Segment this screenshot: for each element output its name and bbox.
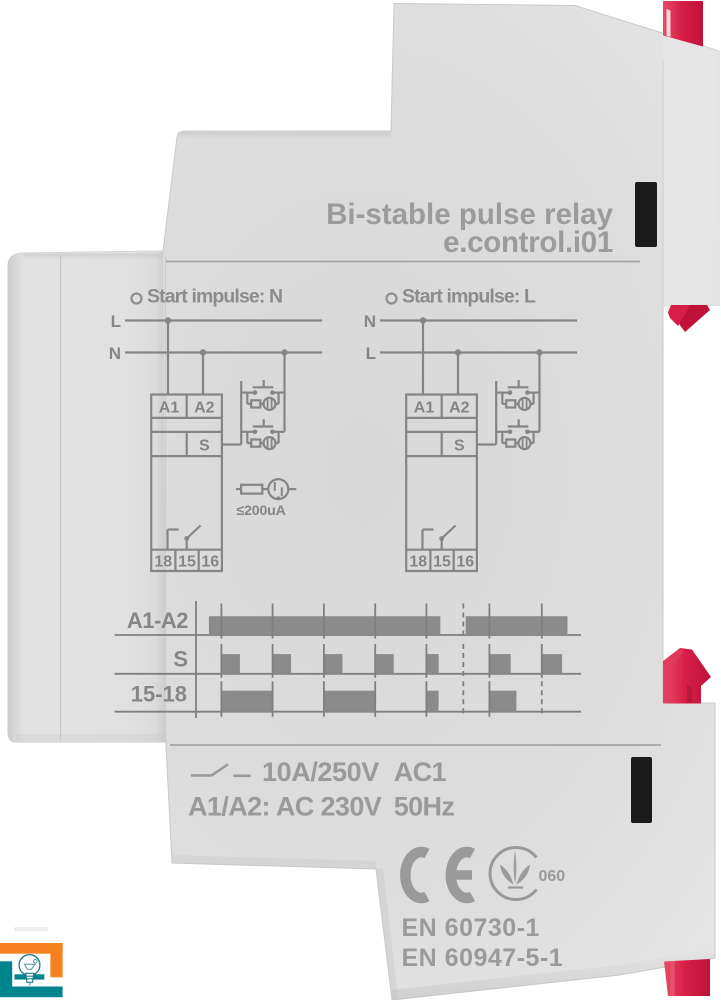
svg-text:A1: A1 xyxy=(159,400,180,417)
svg-text:060: 060 xyxy=(539,868,566,885)
svg-text:S: S xyxy=(454,438,465,455)
svg-text:A1: A1 xyxy=(414,400,435,417)
svg-text:15: 15 xyxy=(178,554,196,571)
svg-text:L: L xyxy=(366,344,376,363)
svg-text:10A/250V: 10A/250V xyxy=(262,757,379,787)
svg-text:A1/A2: AC 230V: A1/A2: AC 230V xyxy=(188,792,382,822)
svg-text:A2: A2 xyxy=(449,400,470,417)
svg-text:S: S xyxy=(173,647,188,672)
svg-text:15-18: 15-18 xyxy=(131,682,187,707)
svg-text:S: S xyxy=(199,438,210,455)
svg-text:N: N xyxy=(109,344,121,363)
svg-text:15: 15 xyxy=(433,554,451,571)
svg-text:Bi-stable pulse relay: Bi-stable pulse relay xyxy=(326,198,614,231)
svg-text:N: N xyxy=(364,312,376,331)
svg-text:16: 16 xyxy=(201,554,219,571)
svg-text:18: 18 xyxy=(154,554,172,571)
svg-text:A2: A2 xyxy=(194,400,215,417)
svg-text:≤200uA: ≤200uA xyxy=(237,503,286,519)
svg-text:16: 16 xyxy=(456,554,474,571)
svg-text:18: 18 xyxy=(409,554,427,571)
svg-text:A1-A2: A1-A2 xyxy=(127,608,188,633)
svg-text:Start impulse: L: Start impulse: L xyxy=(402,286,536,308)
svg-text:50Hz: 50Hz xyxy=(394,792,455,822)
svg-text:EN 60730-1: EN 60730-1 xyxy=(402,914,540,942)
svg-text:e.control.i01: e.control.i01 xyxy=(443,226,613,259)
svg-text:Start impulse: N: Start impulse: N xyxy=(147,286,282,308)
svg-text:L: L xyxy=(111,312,121,331)
svg-text:AC1: AC1 xyxy=(394,757,447,787)
svg-text:EN 60947-5-1: EN 60947-5-1 xyxy=(402,944,564,972)
